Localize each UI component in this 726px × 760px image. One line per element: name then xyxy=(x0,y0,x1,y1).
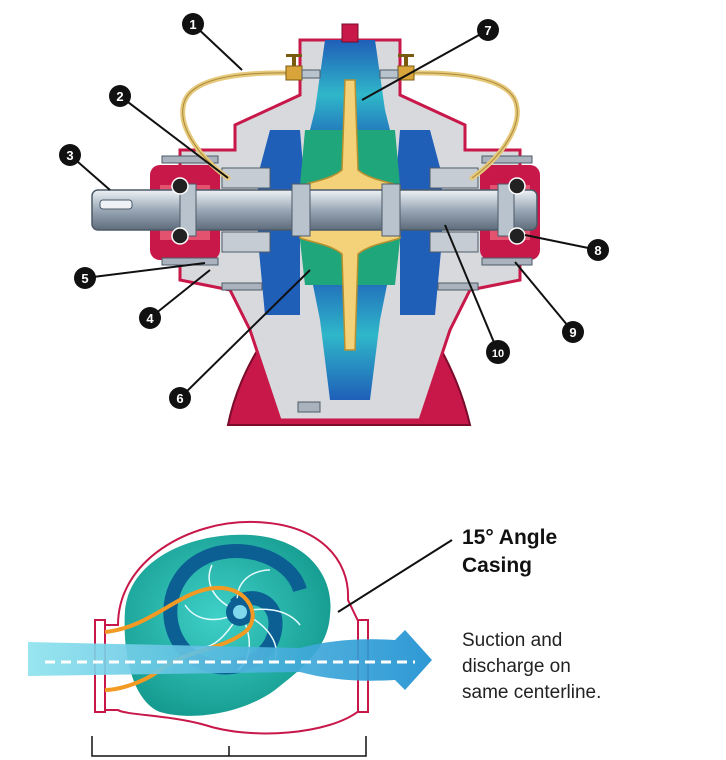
callout-5: 5 xyxy=(74,267,96,289)
callout-4: 4 xyxy=(139,307,161,329)
callout-6: 6 xyxy=(169,387,191,409)
svg-text:10: 10 xyxy=(492,348,504,360)
callout-3: 3 xyxy=(59,144,81,166)
callout-2: 2 xyxy=(109,85,131,107)
casing-description: Suction and discharge on same centerline… xyxy=(462,628,702,706)
left-bearing-top xyxy=(171,177,189,195)
casing-heading-line1: 15° Angle xyxy=(462,526,558,549)
pump-shaft xyxy=(91,189,538,231)
right-seal xyxy=(429,167,479,189)
pump-cross-section xyxy=(91,23,540,426)
casing-description-line2: discharge on xyxy=(462,656,571,677)
casing-heading: 15° Angle Casing xyxy=(462,524,557,580)
casing-heading-line2: Casing xyxy=(462,554,533,577)
angle-casing-illustration xyxy=(28,520,453,757)
svg-text:3: 3 xyxy=(66,148,73,163)
callout-9: 9 xyxy=(562,321,584,343)
svg-text:6: 6 xyxy=(176,391,183,406)
callout-leaders xyxy=(69,23,599,399)
shaft-keyway xyxy=(99,199,133,210)
casing-description-line3: same centerline. xyxy=(462,682,602,703)
callout-10: 10 xyxy=(486,340,510,364)
casing-leader xyxy=(337,539,453,613)
svg-text:2: 2 xyxy=(116,89,123,104)
through-flow-arrow xyxy=(28,630,432,690)
casing-description-line1: Suction and xyxy=(462,630,563,651)
svg-text:4: 4 xyxy=(146,311,154,326)
right-bearing-top xyxy=(508,177,526,195)
left-bearing-bottom xyxy=(171,227,189,245)
dimension-bracket xyxy=(91,736,367,757)
svg-text:8: 8 xyxy=(594,243,601,258)
flow-path xyxy=(104,585,255,692)
bolt-right-lower xyxy=(481,257,533,266)
svg-text:7: 7 xyxy=(484,23,491,38)
bolt-left-upper xyxy=(161,155,219,164)
callout-7: 7 xyxy=(477,19,499,41)
vent-plug xyxy=(341,23,359,43)
svg-text:9: 9 xyxy=(569,325,576,340)
left-seal xyxy=(221,167,271,189)
callout-1: 1 xyxy=(182,13,204,35)
bolt-right-upper xyxy=(481,155,533,164)
right-bearing-bottom xyxy=(508,227,526,245)
callout-8: 8 xyxy=(587,239,609,261)
svg-text:5: 5 xyxy=(81,271,88,286)
svg-text:1: 1 xyxy=(189,17,196,32)
